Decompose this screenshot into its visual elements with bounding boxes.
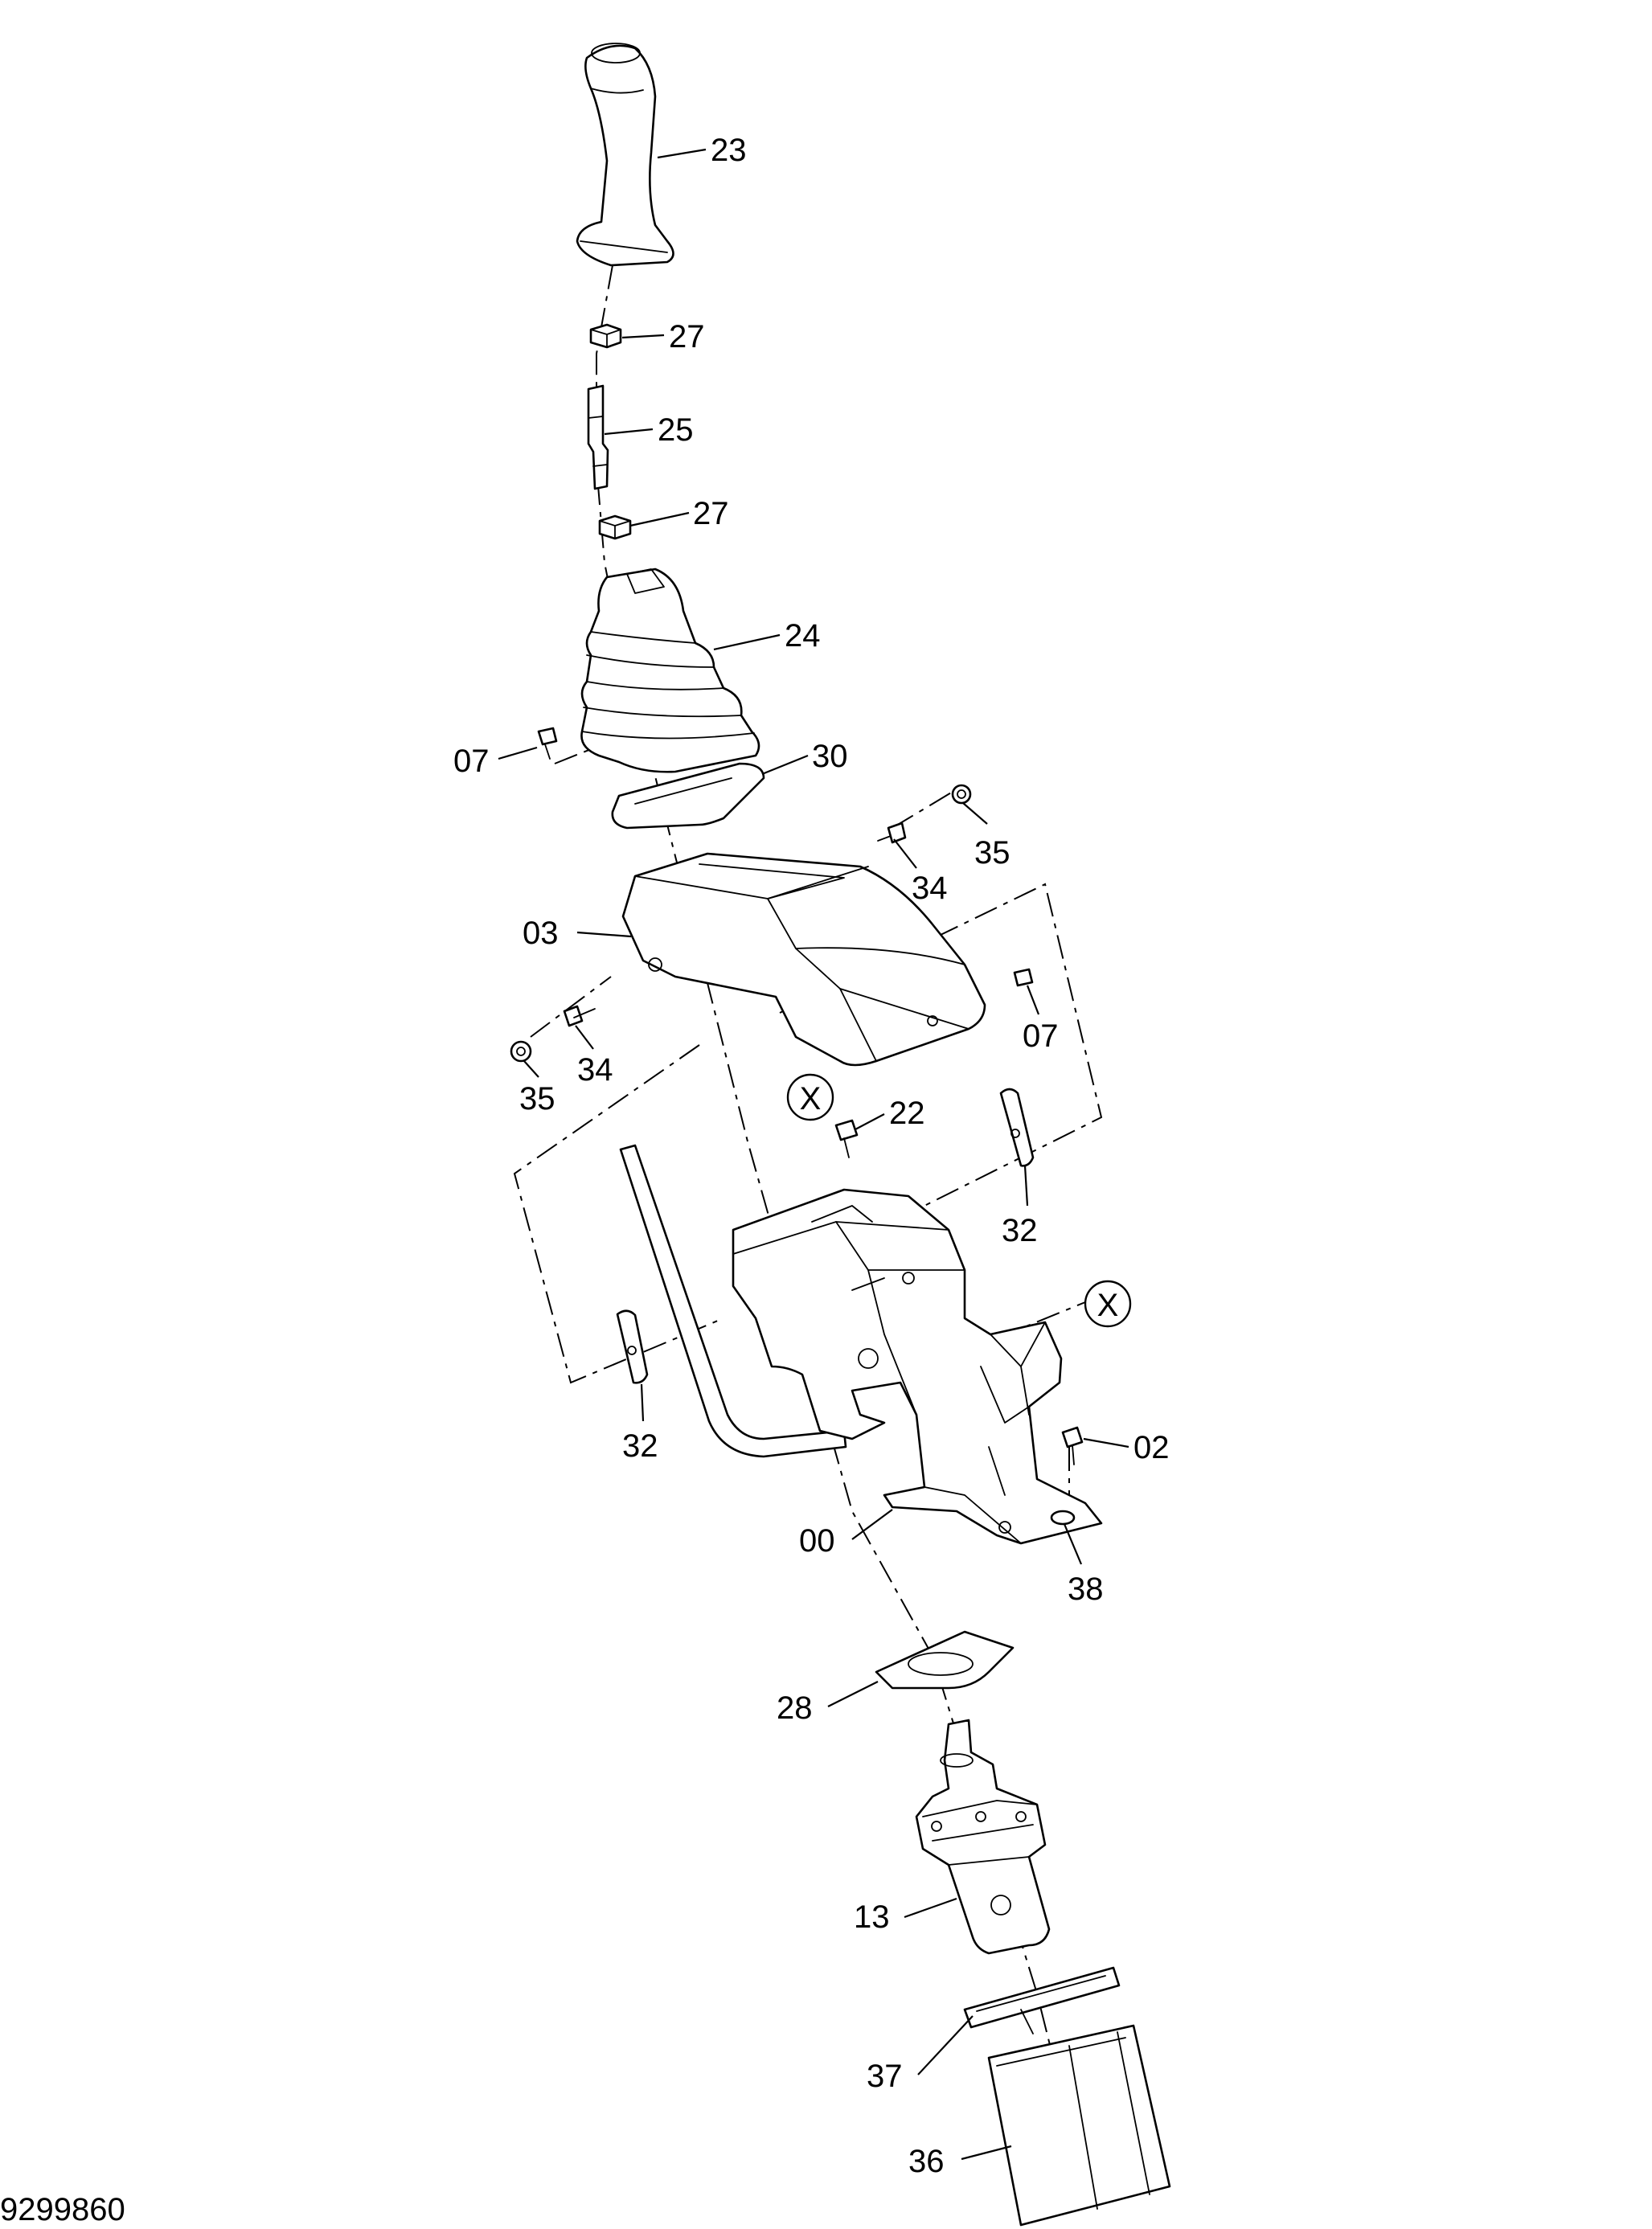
part-23-handle-grip	[576, 43, 674, 267]
callout-30: 30	[812, 739, 848, 774]
callout-07-right: 07	[1023, 1018, 1059, 1054]
callout-35-upper: 35	[974, 835, 1010, 871]
callout-28: 28	[777, 1690, 813, 1726]
part-25-threaded-rod	[587, 384, 609, 490]
part-36-lower-cover	[987, 2024, 1171, 2227]
callout-27-lower: 27	[693, 496, 729, 531]
detail-boundary-lower	[513, 1044, 724, 1384]
callout-22: 22	[889, 1096, 925, 1131]
callout-25: 25	[658, 412, 694, 448]
callout-23: 23	[711, 133, 747, 168]
part-03-console-housing	[621, 852, 986, 1067]
callout-36: 36	[908, 2144, 945, 2179]
part-38-bushing	[1050, 1510, 1076, 1526]
leader-lines	[498, 148, 1129, 2161]
part-30-gasket-plate	[611, 762, 765, 830]
callout-labels: 23 27 25 27 24 07 30 34 35 03 07 34 35 2…	[453, 133, 1170, 2179]
connector-x-right-label: X	[1097, 1288, 1119, 1323]
connector-x-upper: X	[786, 1073, 834, 1121]
part-02-pin	[1061, 1426, 1084, 1465]
callout-34-upper: 34	[912, 871, 948, 906]
callout-37: 37	[867, 2059, 903, 2094]
part-34-bolt-lower	[563, 1005, 596, 1027]
part-35-nut-upper	[951, 784, 972, 805]
part-13-pilot-valve	[915, 1719, 1051, 1955]
part-24-bellows-boot	[580, 567, 760, 773]
connector-x-upper-label: X	[800, 1081, 822, 1117]
axis-nut-35-right	[892, 791, 953, 829]
callout-35-lower: 35	[519, 1081, 555, 1117]
part-34-bolt-upper	[877, 822, 907, 844]
callout-13: 13	[854, 1899, 890, 1935]
callout-24: 24	[785, 618, 821, 654]
axis-nut-35-left	[530, 976, 612, 1038]
callout-03: 03	[523, 916, 559, 951]
part-28-gasket	[875, 1630, 1015, 1690]
callout-34-lower: 34	[577, 1052, 613, 1088]
part-27-upper-nut	[589, 323, 622, 349]
part-handle-rail	[619, 1144, 847, 1458]
callout-00: 00	[799, 1523, 835, 1559]
drawing-number: 9299860	[0, 2192, 125, 2227]
part-32-clamp-plate-right	[999, 1088, 1035, 1167]
part-22-bolt	[834, 1119, 859, 1158]
callout-38: 38	[1068, 1571, 1104, 1607]
callout-07-left: 07	[453, 744, 490, 779]
part-27-lower-nut	[598, 514, 632, 540]
callout-32-right: 32	[1002, 1213, 1038, 1248]
part-00-main-bracket	[732, 1188, 1103, 1545]
part-32-clamp-plate-left	[616, 1309, 649, 1384]
callout-27-upper: 27	[669, 319, 705, 354]
callout-32-left: 32	[622, 1428, 658, 1464]
part-07-screw-right	[1013, 968, 1034, 987]
part-35-nut-lower	[510, 1040, 532, 1063]
assembly-axis-lower	[663, 811, 1062, 2091]
connector-x-right: X	[1084, 1280, 1132, 1328]
part-07-screw-left	[537, 727, 558, 760]
part-37-seal-frame	[963, 1966, 1121, 2034]
callout-02: 02	[1133, 1430, 1170, 1465]
